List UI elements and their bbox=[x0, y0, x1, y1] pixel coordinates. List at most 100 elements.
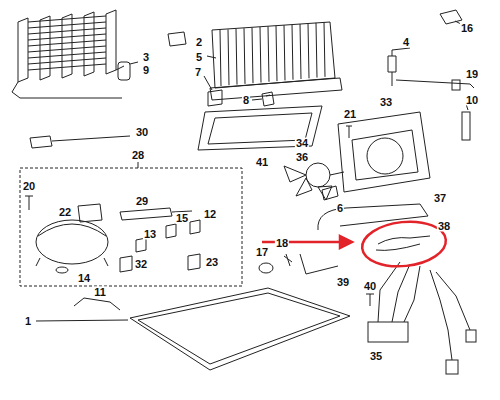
relay bbox=[78, 204, 102, 222]
callout-number: 35 bbox=[369, 351, 383, 362]
wire-bracket bbox=[74, 298, 120, 310]
compressor-feet bbox=[36, 258, 108, 266]
clip bbox=[166, 224, 176, 238]
callout-number: 30 bbox=[135, 127, 149, 138]
coil-fin bbox=[28, 28, 106, 34]
evaporator-fin bbox=[276, 26, 277, 81]
harness-wires bbox=[378, 262, 470, 360]
callout-number: 14 bbox=[77, 273, 91, 284]
callout-number: 23 bbox=[205, 257, 219, 268]
kit-bracket bbox=[20, 168, 242, 286]
red-arrow-head bbox=[340, 236, 352, 248]
leader bbox=[204, 76, 212, 90]
wire-harness bbox=[368, 262, 476, 374]
callout-number: 3 bbox=[142, 52, 150, 63]
sensor-rod bbox=[396, 80, 474, 88]
callout-number: 40 bbox=[363, 281, 377, 292]
fan-shroud bbox=[338, 112, 430, 192]
coil-outline bbox=[18, 10, 116, 82]
callout-number: 39 bbox=[336, 277, 350, 288]
motor-bracket bbox=[322, 186, 338, 200]
coil-tube bbox=[12, 66, 124, 98]
heater-strip bbox=[462, 112, 470, 140]
callout-number: 19 bbox=[465, 69, 479, 80]
clip bbox=[190, 220, 200, 234]
screw bbox=[25, 196, 33, 210]
clip bbox=[262, 92, 274, 106]
evaporator-fin bbox=[324, 22, 325, 77]
leader bbox=[130, 62, 138, 64]
coil-fin bbox=[28, 58, 106, 64]
coil-fin bbox=[28, 34, 106, 40]
harness-plug bbox=[466, 330, 476, 342]
coil-fin bbox=[28, 64, 106, 70]
callout-number: 20 bbox=[22, 181, 36, 192]
coil-fins bbox=[28, 16, 106, 70]
callout-number: 32 bbox=[134, 259, 148, 270]
callout-number: 37 bbox=[433, 193, 447, 204]
callout-number: 1 bbox=[24, 316, 32, 327]
evaporator-fin bbox=[228, 29, 229, 85]
callout-number: 41 bbox=[255, 157, 269, 168]
evaporator-fin bbox=[220, 30, 221, 86]
screw bbox=[366, 294, 374, 306]
drain-tray bbox=[198, 106, 322, 150]
red-circle bbox=[360, 218, 448, 271]
callout-number: 2 bbox=[195, 37, 203, 48]
clip bbox=[136, 238, 146, 252]
evaporator-fin bbox=[236, 29, 237, 85]
coil-fin bbox=[28, 40, 106, 46]
callout-number: 18 bbox=[275, 238, 289, 249]
condenser-coil bbox=[12, 10, 124, 98]
callout-number: 22 bbox=[58, 207, 72, 218]
callout-number: 10 bbox=[465, 95, 479, 106]
coil-fin bbox=[28, 16, 106, 22]
callout-number: 12 bbox=[203, 209, 217, 220]
fan-blades bbox=[284, 166, 332, 200]
leader bbox=[36, 320, 128, 321]
harness-plug bbox=[446, 360, 458, 374]
leader bbox=[207, 56, 216, 58]
water-tube-rod bbox=[300, 254, 338, 274]
callout-number: 21 bbox=[343, 109, 357, 120]
power-cord-part bbox=[30, 136, 130, 148]
evaporator-tray bbox=[210, 78, 342, 100]
base-plate bbox=[130, 288, 350, 370]
motor-body bbox=[306, 163, 330, 187]
evaporator-fin bbox=[284, 25, 285, 80]
grommet bbox=[56, 267, 68, 273]
evaporator-outline bbox=[212, 22, 335, 88]
callout-number: 5 bbox=[195, 52, 203, 63]
hose bbox=[376, 236, 430, 250]
sensor-clip bbox=[452, 80, 460, 90]
coil-fin bbox=[28, 22, 106, 28]
evaporator-fin bbox=[260, 27, 261, 83]
callout-number: 4 bbox=[402, 37, 410, 48]
evaporator-fin bbox=[244, 28, 245, 84]
evaporator-fin bbox=[252, 28, 253, 84]
pad bbox=[440, 10, 462, 24]
terminal-cover bbox=[188, 254, 200, 270]
evaporator-fin bbox=[316, 23, 317, 78]
callout-number: 33 bbox=[379, 97, 393, 108]
shroud-opening bbox=[367, 138, 403, 174]
callout-number: 16 bbox=[460, 23, 474, 34]
callout-number: 34 bbox=[295, 138, 309, 149]
callout-number: 9 bbox=[142, 65, 150, 76]
compressor-dome bbox=[38, 224, 106, 236]
leader bbox=[252, 99, 262, 100]
pin bbox=[284, 254, 292, 266]
callout-number: 28 bbox=[131, 150, 145, 161]
harness-connector bbox=[368, 322, 408, 342]
evaporator-fin bbox=[268, 26, 269, 81]
callout-number: 13 bbox=[143, 229, 157, 240]
callout-number: 29 bbox=[135, 196, 149, 207]
callout-number: 7 bbox=[194, 67, 202, 78]
bracket bbox=[208, 90, 222, 106]
overload bbox=[120, 256, 132, 272]
evaporator-fin bbox=[292, 25, 293, 80]
evaporator-fin bbox=[300, 24, 301, 79]
evaporator-fin bbox=[308, 23, 309, 78]
